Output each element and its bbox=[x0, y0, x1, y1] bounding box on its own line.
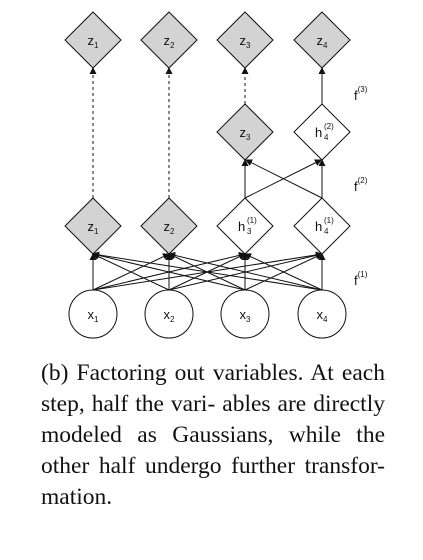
svg-text:x2: x2 bbox=[164, 307, 176, 324]
caption-line: At each step, half the vari- bbox=[41, 360, 385, 417]
diamond-shape bbox=[216, 103, 274, 161]
circle-shape bbox=[144, 289, 194, 339]
svg-text:x1: x1 bbox=[88, 307, 100, 324]
svg-text:(2): (2) bbox=[324, 122, 334, 131]
svg-text:z2: z2 bbox=[164, 33, 176, 50]
svg-text:h: h bbox=[315, 125, 322, 140]
node-x3: x3 bbox=[220, 289, 270, 339]
svg-text:x4: x4 bbox=[317, 307, 329, 324]
node-z2-l1: z2 bbox=[140, 197, 198, 255]
node-x1: x1 bbox=[68, 289, 118, 339]
edge-x2-to-l1-1 bbox=[92, 253, 170, 291]
svg-text:z4: z4 bbox=[317, 33, 329, 50]
node-z1-l1: z1 bbox=[64, 197, 122, 255]
figure-caption: (b) Factoring out variables. At each ste… bbox=[41, 358, 385, 513]
svg-text:z3: z3 bbox=[240, 33, 252, 50]
node-z3-mid: z3 bbox=[216, 103, 274, 161]
dense-edges bbox=[89, 251, 326, 291]
svg-text:z3: z3 bbox=[240, 125, 252, 142]
diamond-shape bbox=[140, 11, 198, 69]
middle-row: z3 h (2) 4 bbox=[216, 103, 351, 161]
svg-text:(1): (1) bbox=[324, 216, 334, 225]
svg-text:h: h bbox=[238, 219, 245, 234]
svg-text:x3: x3 bbox=[240, 307, 252, 324]
input-row: x1 x2 x3 x4 bbox=[68, 289, 347, 339]
node-z2-top: z2 bbox=[140, 11, 198, 69]
node-z4-top: z4 bbox=[293, 11, 351, 69]
edge-x4-to-l1-2 bbox=[168, 251, 323, 291]
node-h3-1-l1: h (1) 3 bbox=[216, 197, 274, 255]
solid-edges bbox=[241, 67, 326, 199]
svg-text:3: 3 bbox=[247, 227, 252, 236]
dashed-edges bbox=[89, 67, 249, 198]
factoring-diagram: f(3) f(2) f(1) z1 z2 z3 z4 z3 h ( bbox=[64, 11, 368, 339]
diamond-shape bbox=[64, 197, 122, 255]
f1-label: f(1) bbox=[354, 270, 368, 288]
edge-x4-to-l1-3 bbox=[244, 253, 323, 291]
svg-text:(1): (1) bbox=[247, 216, 257, 225]
svg-text:4: 4 bbox=[324, 227, 329, 236]
diamond-shape bbox=[216, 11, 274, 69]
diamond-shape bbox=[293, 11, 351, 69]
node-x2: x2 bbox=[144, 289, 194, 339]
caption-line: half undergo further transfor- bbox=[98, 453, 386, 479]
f2-label: f(2) bbox=[354, 176, 368, 194]
caption-line: ables are directly modeled as bbox=[41, 391, 385, 448]
node-h4-2-mid: h (2) 4 bbox=[293, 103, 351, 161]
svg-text:4: 4 bbox=[324, 133, 329, 142]
caption-line: (b) Factoring out variables. bbox=[41, 360, 304, 386]
edge-x3-to-l1-1 bbox=[92, 251, 246, 291]
diamond-shape bbox=[140, 197, 198, 255]
diamond-shape bbox=[64, 11, 122, 69]
svg-text:z1: z1 bbox=[88, 33, 100, 50]
diamond-shape bbox=[216, 197, 274, 255]
circle-shape bbox=[68, 289, 118, 339]
node-z1-top: z1 bbox=[64, 11, 122, 69]
node-h4-1-l1: h (1) 4 bbox=[293, 197, 351, 255]
circle-shape bbox=[297, 289, 347, 339]
edge-h4-to-z3-mid bbox=[245, 159, 323, 199]
caption-line: Gaussians, while the other bbox=[41, 422, 386, 479]
diamond-shape bbox=[293, 197, 351, 255]
function-labels: f(3) f(2) f(1) bbox=[354, 85, 368, 288]
svg-text:h: h bbox=[315, 219, 322, 234]
f3-label: f(3) bbox=[354, 85, 368, 103]
diamond-shape bbox=[293, 103, 351, 161]
level1-row: z1 z2 h (1) 3 h (1) 4 bbox=[64, 197, 351, 255]
circle-shape bbox=[220, 289, 270, 339]
svg-text:z1: z1 bbox=[88, 219, 100, 236]
node-z3-top: z3 bbox=[216, 11, 274, 69]
caption-line: mation. bbox=[41, 484, 113, 510]
edge-x4-to-l1-1 bbox=[92, 251, 323, 291]
top-row: z1 z2 z3 z4 bbox=[64, 11, 351, 69]
svg-text:z2: z2 bbox=[164, 219, 176, 236]
node-x4: x4 bbox=[297, 289, 347, 339]
